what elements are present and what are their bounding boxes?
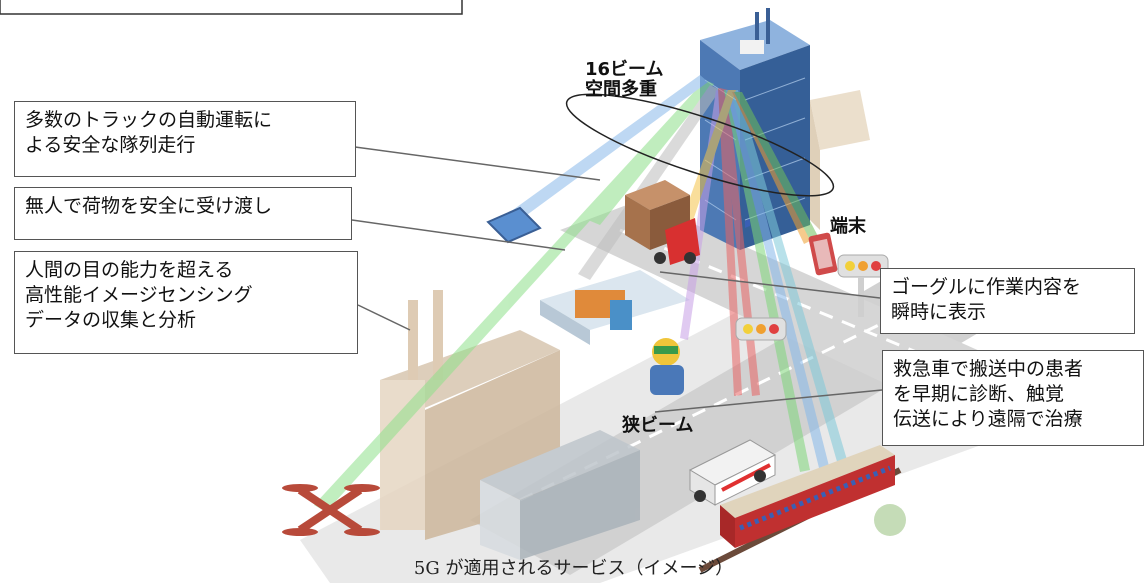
callout-sensing-line3: データの収集と分析 [25,309,197,331]
callout-trucks-line1: 多数のトラックの自動運転に [25,109,273,131]
drone [282,484,380,536]
callout-ambulance: 救急車で搬送中の患者 を早期に診断、触覚 伝送により遠隔で治療 [882,350,1144,446]
tree [874,504,906,536]
callout-ambulance-line2: を早期に診断、触覚 [893,383,1065,405]
beams [314,75,850,512]
callout-sensing: 人間の目の能力を超える 高性能イメージセンシング データの収集と分析 [14,251,358,354]
terminal-label: 端末 [830,216,866,237]
tablet [486,206,542,244]
callout-delivery-line1: 無人で荷物を安全に受け渡し [25,195,273,217]
side-building [810,90,870,230]
callout-trucks: 多数のトラックの自動運転に よる安全な隊列走行 [14,101,356,177]
phone [808,232,838,276]
beams-label-line2: 空間多重 [585,79,657,100]
beams-label: 16ビーム 空間多重 [585,60,664,100]
traffic-lights [735,254,889,341]
ambulance [688,439,777,506]
callout-delivery: 無人で荷物を安全に受け渡し [14,187,352,240]
callout-goggles: ゴーグルに作業内容を 瞬時に表示 [880,268,1135,334]
beam-ellipse [565,93,835,197]
callout-trucks-line2: よる安全な隊列走行 [25,134,196,156]
truck [625,180,700,265]
top-frame [0,0,463,15]
callout-ambulance-line1: 救急車で搬送中の患者 [893,358,1084,380]
figure-caption: 5G が適用されるサービス（イメージ） [413,558,734,579]
callout-sensing-line1: 人間の目の能力を超える [25,259,234,281]
train [698,218,902,573]
narrow-beam-label: 狭ビーム [622,415,694,436]
callout-goggles-line1: ゴーグルに作業内容を [891,276,1082,298]
callout-sensing-line2: 高性能イメージセンシング [25,284,253,306]
callout-goggles-line2: 瞬時に表示 [891,301,987,323]
worker [650,338,684,395]
callout-ambulance-line3: 伝送により遠隔で治療 [893,408,1083,430]
beams-label-line1: 16ビーム [585,59,664,80]
leader-lines [351,146,883,413]
warehouse [540,270,690,345]
